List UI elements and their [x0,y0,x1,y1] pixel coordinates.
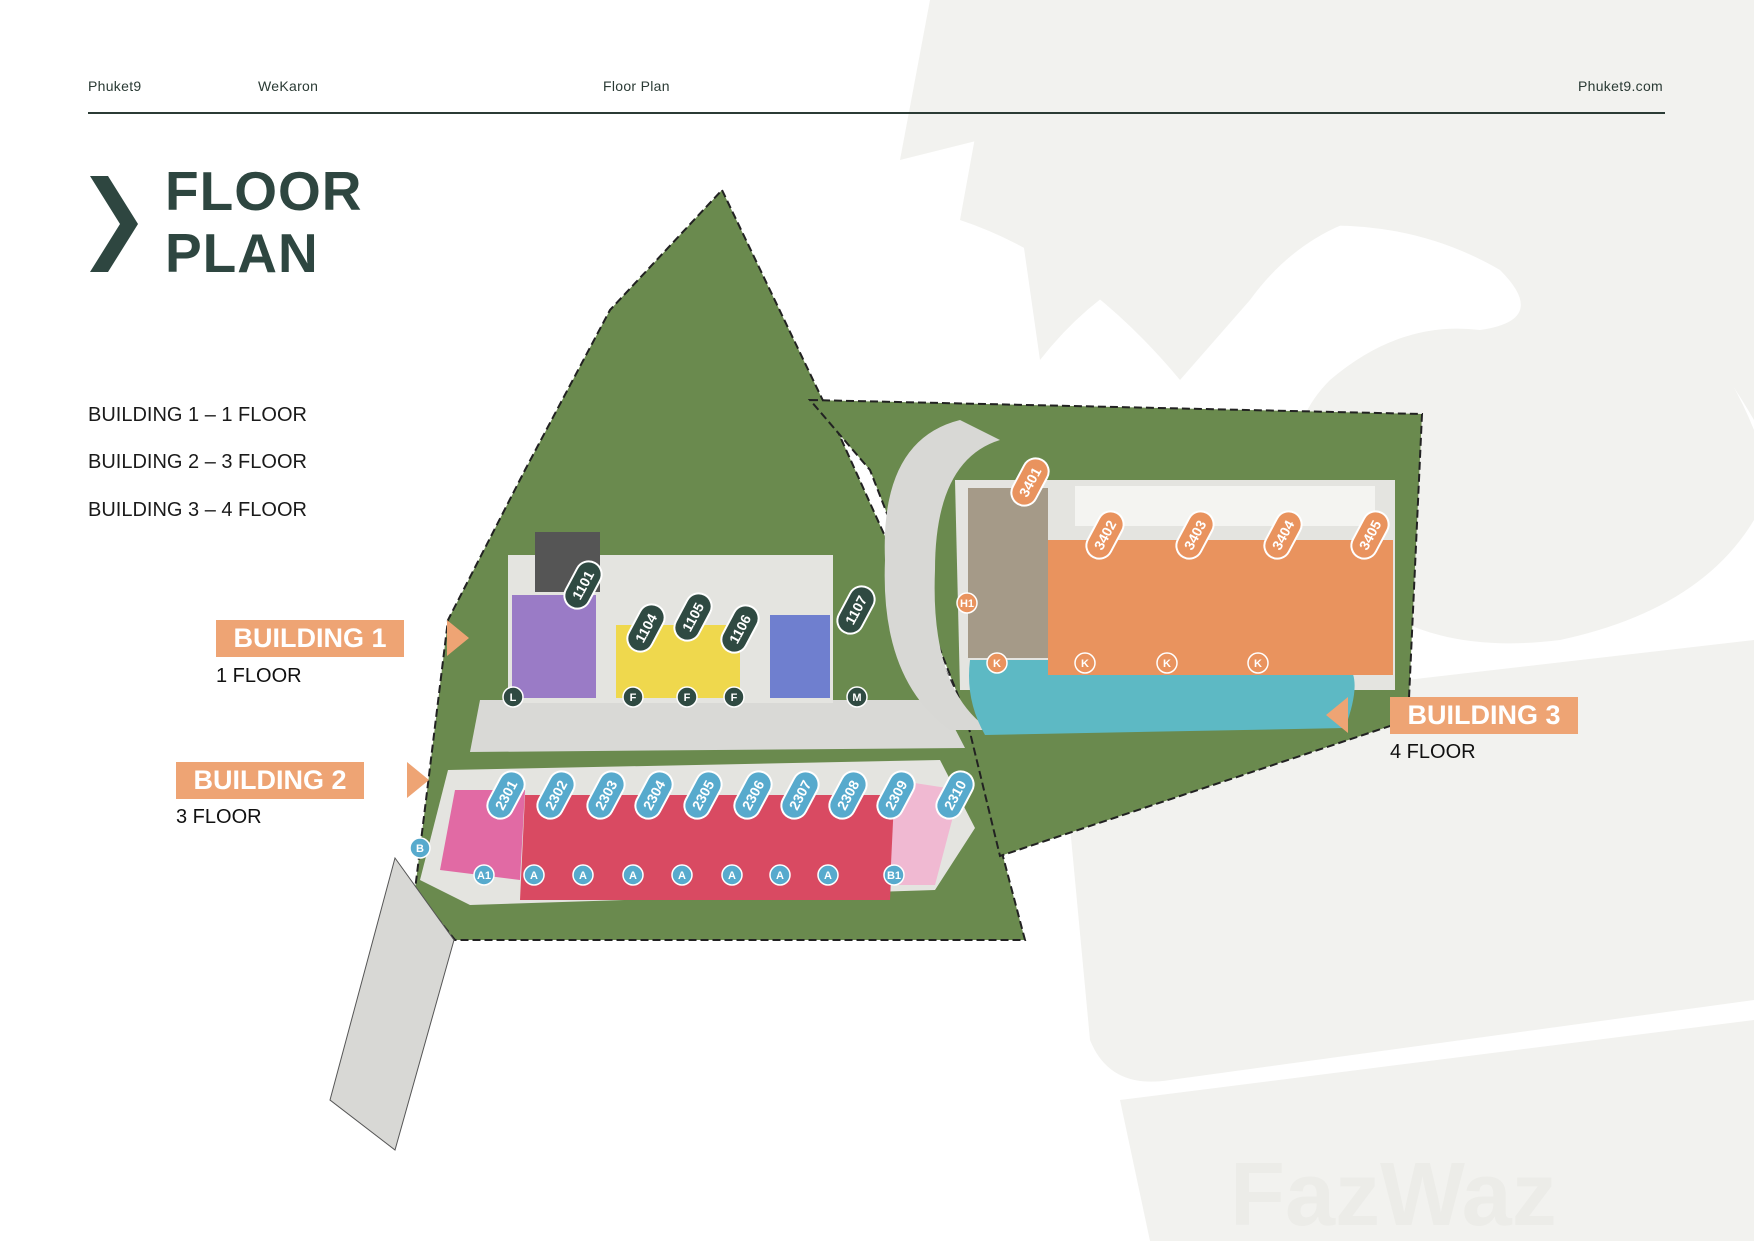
building-2-tag: BUILDING 2 [176,762,364,799]
unit-tag-2308: 2308 [828,770,868,820]
curved-driveway [884,420,1000,730]
unit-tag-3405: 3405 [1350,510,1390,560]
unit-type-b3-0: H1 [956,592,978,614]
unit-tag-1106: 1106 [720,604,760,654]
svg-text:A: A [678,870,686,882]
unit-type-b1-1: F [622,686,644,708]
unit-type-b3-3: K [1156,652,1178,674]
svg-text:K: K [1081,658,1089,670]
unit-tag-2301: 2301 [486,770,526,820]
page-title: FLOOR PLAN [165,160,362,284]
header-section: Floor Plan [603,78,670,94]
unit-type-b1-0: L [502,686,524,708]
unit-type-b1-2: F [676,686,698,708]
unit-tag-2310: 2310 [935,770,975,820]
unit-tag-1107: 1107 [836,585,876,635]
header-site-link[interactable]: Phuket9.com [1578,78,1664,94]
unit-1107-fill [770,615,830,698]
unit-type-b3-4: K [1247,652,1269,674]
svg-text:A: A [629,870,637,882]
unit-type-b2-8: A [817,864,839,886]
unit-tag-3401: 3401 [1010,457,1050,507]
svg-text:A: A [530,870,538,882]
unit-tag-1104: 1104 [626,603,666,653]
unit-type-b2-7: A [769,864,791,886]
building-1-pointer-icon [447,620,469,656]
unit-tag-2307: 2307 [780,770,820,820]
building-2-pointer-icon [407,762,429,798]
unit-type-b2-1: A1 [473,864,495,886]
svg-text:F: F [630,692,637,704]
chevron-right-icon [90,176,138,272]
unit-tag-3403: 3403 [1175,510,1215,560]
unit-type-b3-1: K [986,652,1008,674]
page-title-line-2: PLAN [165,222,319,284]
svg-text:M: M [852,692,861,704]
svg-text:A: A [579,870,587,882]
internal-road [470,700,965,752]
unit-3401-fill [968,488,1048,658]
unit-type-b2-6: A [721,864,743,886]
svg-text:A1: A1 [477,870,491,882]
svg-text:F: F [684,692,691,704]
svg-text:A: A [776,870,784,882]
svg-text:F: F [731,692,738,704]
building-3-tag: BUILDING 3 [1390,697,1578,734]
svg-text:B: B [416,843,424,855]
svg-text:K: K [1163,658,1171,670]
unit-type-b2-2: A [523,864,545,886]
building-1-floors: 1 FLOOR [216,665,302,687]
svg-text:FazWaz: FazWaz [1230,1145,1557,1241]
unit-type-b1-3: F [723,686,745,708]
svg-text:A: A [728,870,736,882]
page-title-line-1: FLOOR [165,160,363,222]
svg-text:B1: B1 [887,870,901,882]
svg-text:A: A [824,870,832,882]
header-project: WeKaron [258,78,319,94]
building-2-floors: 3 FLOOR [176,806,262,828]
unit-type-b1-4: M [846,686,868,708]
unit-type-b2-9: B1 [883,864,905,886]
unit-tag-2303: 2303 [586,770,626,820]
unit-tag-2302: 2302 [536,770,576,820]
header-divider [88,112,1665,114]
unit-tag-2306: 2306 [733,770,773,820]
building-1-tag: BUILDING 1 [216,620,404,657]
unit-tag-3402: 3402 [1085,510,1125,560]
unit-tag-2309: 2309 [876,770,916,820]
unit-tag-1105: 1105 [673,592,713,642]
header-brand: Phuket9 [88,78,142,94]
svg-text:L: L [510,692,517,704]
svg-text:K: K [1254,658,1262,670]
unit-tag-2304: 2304 [634,770,674,820]
building-list-item-3: BUILDING 3 – 4 FLOOR [88,499,307,521]
svg-text:H1: H1 [960,598,974,610]
unit-tag-2305: 2305 [683,770,723,820]
access-driveway [329,856,455,1151]
unit-type-b3-2: K [1074,652,1096,674]
unit-2302-2309-fill [520,795,895,900]
unit-type-b2-4: A [622,864,644,886]
unit-type-b2-0: B [409,837,431,859]
pool [969,660,1355,735]
svg-text:K: K [993,658,1001,670]
unit-type-b2-5: A [671,864,693,886]
building-list-item-2: BUILDING 2 – 3 FLOOR [88,451,307,473]
unit-type-b2-3: A [572,864,594,886]
building-3-floors: 4 FLOOR [1390,741,1476,763]
unit-tag-1101: 1101 [563,560,603,610]
building-list-item-1: BUILDING 1 – 1 FLOOR [88,404,307,426]
building-3-pointer-icon [1326,697,1348,733]
unit-3402-3405-fill [1048,540,1393,675]
unit-1101-fill [512,595,596,698]
unit-tag-3404: 3404 [1263,510,1303,560]
